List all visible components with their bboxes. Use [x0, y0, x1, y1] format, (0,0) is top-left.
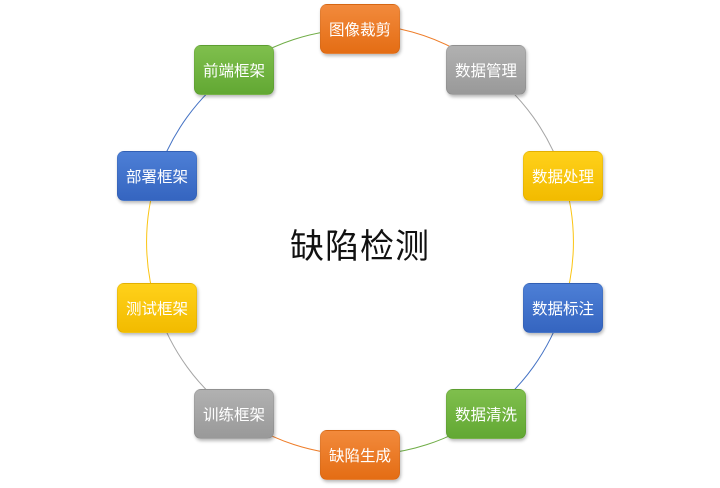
node-label: 数据管理	[454, 62, 517, 80]
node-label: 数据清洗	[454, 406, 517, 424]
node-label: 数据标注	[531, 300, 594, 318]
node-label: 前端框架	[202, 62, 265, 80]
node-data-management[interactable]: 数据管理	[446, 45, 526, 95]
node-training-framework[interactable]: 训练框架	[194, 389, 274, 439]
node-label: 缺陷生成	[328, 447, 391, 465]
node-data-annotation[interactable]: 数据标注	[523, 283, 603, 333]
node-frontend-framework[interactable]: 前端框架	[194, 45, 274, 95]
node-data-cleaning[interactable]: 数据清洗	[446, 389, 526, 439]
node-label: 训练框架	[202, 406, 265, 424]
node-data-processing[interactable]: 数据处理	[523, 151, 603, 201]
node-label: 图像裁剪	[328, 21, 391, 39]
node-deployment-framework[interactable]: 部署框架	[117, 151, 197, 201]
node-label: 部署框架	[125, 168, 188, 186]
node-label: 数据处理	[531, 168, 594, 186]
node-testing-framework[interactable]: 测试框架	[117, 283, 197, 333]
node-image-cropping[interactable]: 图像裁剪	[320, 4, 400, 54]
center-title: 缺陷检测	[290, 226, 430, 267]
node-defect-generation[interactable]: 缺陷生成	[320, 430, 400, 480]
node-label: 测试框架	[125, 300, 188, 318]
